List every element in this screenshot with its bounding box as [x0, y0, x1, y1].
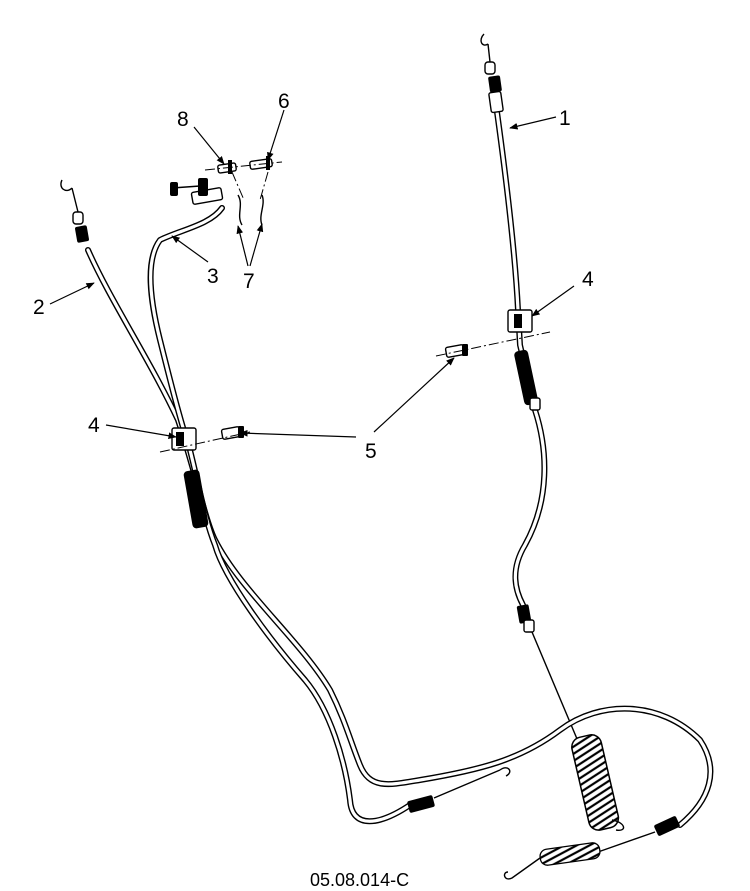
pin-8	[217, 160, 237, 174]
callout-4-right: 4	[582, 268, 594, 291]
screw-right	[444, 344, 468, 358]
callout-1: 1	[559, 107, 571, 130]
cable-1	[480, 33, 625, 831]
callout-4-left: 4	[88, 414, 100, 437]
leader-lines	[49, 109, 575, 440]
bracket-right	[507, 309, 533, 333]
callout-8: 8	[177, 108, 189, 131]
cable-2	[60, 179, 714, 880]
callout-5: 5	[365, 440, 377, 463]
callout-2: 2	[33, 296, 45, 319]
callout-6: 6	[278, 90, 290, 113]
cable-3	[147, 178, 511, 825]
centerlines	[159, 161, 551, 453]
figure-id: 05.08.014-C	[310, 870, 409, 890]
callout-7: 7	[243, 270, 255, 293]
clips-7	[237, 194, 264, 226]
callout-3: 3	[207, 265, 219, 288]
